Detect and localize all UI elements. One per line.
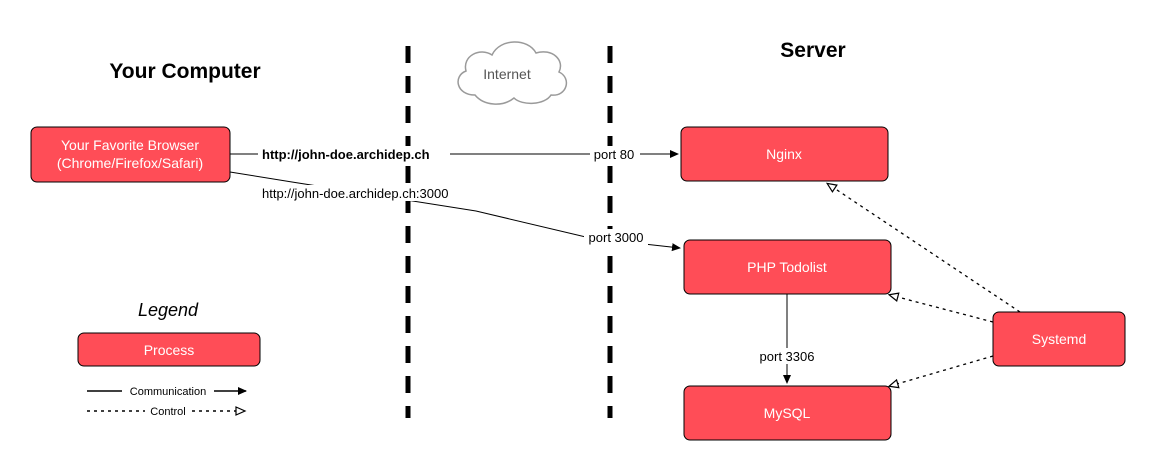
internet-label: Internet — [483, 66, 531, 82]
url-80-label: http://john-doe.archidep.ch — [262, 147, 430, 162]
legend-control-label: Control — [150, 406, 185, 418]
browser-process: Your Favorite Browser (Chrome/Firefox/Sa… — [30, 126, 231, 183]
legend-process-box: Process — [77, 332, 261, 367]
port-3306-label-bg — [754, 348, 820, 364]
internet-cloud-icon — [457, 41, 568, 105]
php-todolist-process: PHP Todolist — [683, 239, 892, 295]
url-80-label-bg — [258, 146, 450, 162]
url-3000-label: http://john-doe.archidep.ch:3000 — [262, 186, 448, 201]
legend-title: Legend — [138, 300, 199, 320]
browser-label-line1: Your Favorite Browser — [61, 137, 199, 153]
mysql-process: MySQL — [683, 385, 892, 441]
your-computer-heading: Your Computer — [109, 60, 260, 83]
legend-communication-label: Communication — [130, 386, 206, 398]
nginx-label: Nginx — [766, 146, 802, 162]
port-80-label: port 80 — [594, 147, 634, 162]
legend-communication-bg — [122, 383, 214, 398]
port-3306-label: port 3306 — [760, 349, 815, 364]
browser-label-line2: (Chrome/Firefox/Safari) — [57, 155, 203, 171]
systemd-label: Systemd — [1032, 331, 1086, 347]
port-3000-label-bg — [584, 229, 648, 245]
server-heading: Server — [780, 39, 845, 62]
systemd-to-mysql-control — [887, 355, 994, 389]
port-80-label-bg — [590, 146, 640, 162]
url-3000-label-bg — [258, 185, 472, 201]
nginx-process: Nginx — [680, 126, 889, 182]
systemd-to-php-control — [887, 292, 994, 323]
legend-process-label: Process — [144, 342, 195, 358]
legend-control-bg — [145, 403, 191, 418]
port-3000-label: port 3000 — [589, 230, 644, 245]
mysql-label: MySQL — [764, 405, 811, 421]
systemd-process: Systemd — [992, 311, 1126, 367]
php-todolist-label: PHP Todolist — [747, 259, 827, 275]
